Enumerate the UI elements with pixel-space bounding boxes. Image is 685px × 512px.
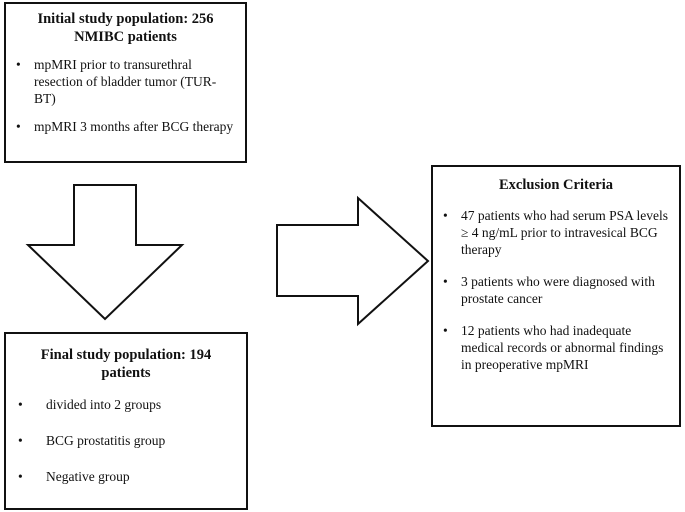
list-item-text: 12 patients who had inadequate medical r… — [461, 323, 664, 372]
list-item-text: BCG prostatitis group — [46, 433, 166, 448]
bullet-icon: • — [443, 323, 448, 338]
final-groups-list: • divided into 2 groups • BCG prostatitis … — [16, 396, 236, 485]
bullet-icon: • — [18, 469, 23, 484]
bullet-icon: • — [443, 274, 448, 289]
bullet-icon: • — [16, 57, 21, 72]
initial-population-box: Initial study population: 256 NMIBC pati… — [4, 2, 247, 163]
final-population-title: Final study population: 194 patients — [16, 346, 236, 382]
final-title-line1: Final study population: 194 — [40, 347, 212, 363]
list-item-text: divided into 2 groups — [46, 397, 162, 412]
bullet-icon: • — [443, 208, 448, 223]
initial-criteria-list: • mpMRI prior to transurethral resection … — [16, 56, 235, 135]
list-item-text: 47 patients who had serum PSA levels ≥ 4… — [461, 208, 668, 257]
list-item-text: Negative group — [46, 469, 130, 484]
bullet-icon: • — [18, 433, 23, 448]
final-population-box: Final study population: 194 patients • di… — [4, 332, 248, 510]
bullet-icon: • — [18, 397, 23, 412]
final-title-line2: patients — [101, 365, 151, 381]
list-item: • 47 patients who had serum PSA levels ≥ … — [443, 207, 669, 258]
exclusion-criteria-list: • 47 patients who had serum PSA levels ≥ … — [443, 207, 669, 373]
list-item: • Negative group — [16, 468, 236, 485]
exclusion-criteria-title: Exclusion Criteria — [499, 177, 613, 193]
initial-title-line1: Initial study population: 256 — [37, 11, 214, 27]
list-item: • mpMRI 3 months after BCG therapy — [16, 118, 235, 135]
right-arrow-icon — [276, 195, 430, 327]
initial-population-title: Initial study population: 256 NMIBC pati… — [16, 10, 235, 46]
down-arrow-icon — [25, 184, 185, 321]
bullet-icon: • — [16, 119, 21, 134]
list-item: • mpMRI prior to transurethral resection … — [16, 56, 235, 107]
list-item-text: mpMRI 3 months after BCG therapy — [34, 119, 234, 134]
list-item: • BCG prostatitis group — [16, 432, 236, 449]
list-item: • 3 patients who were diagnosed with pros… — [443, 273, 669, 307]
exclusion-criteria-box: Exclusion Criteria • 47 patients who had … — [431, 165, 681, 427]
list-item: • divided into 2 groups — [16, 396, 236, 413]
list-item-text: mpMRI prior to transurethral resection o… — [34, 57, 217, 106]
list-item-text: 3 patients who were diagnosed with prost… — [461, 274, 655, 306]
list-item: • 12 patients who had inadequate medical … — [443, 322, 669, 373]
initial-title-line2: NMIBC patients — [74, 29, 177, 45]
